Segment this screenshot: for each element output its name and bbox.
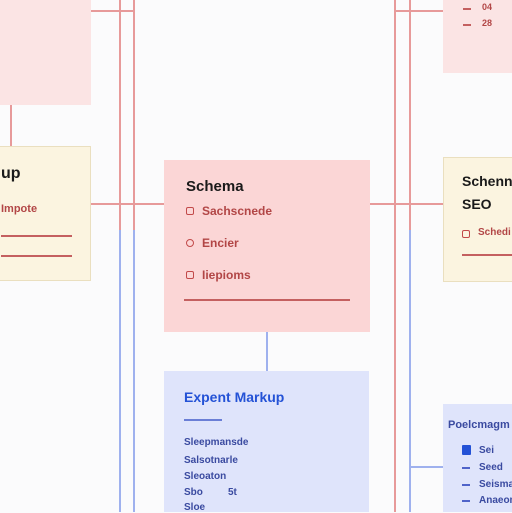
markup-card[interactable]: Expent Markup Sleepmansde Salsotnarle Sl… [164, 371, 369, 513]
dash-marker [462, 500, 470, 502]
right-blue-card[interactable]: Poelcmagm Sei Seed Seismal Anaeong [443, 404, 512, 512]
dash-marker [462, 467, 470, 469]
right-card-title: Schenn [462, 173, 512, 189]
markup-item: Sleoaton [184, 471, 227, 482]
top-left-card[interactable] [0, 0, 91, 105]
connector-line [394, 0, 396, 512]
divider [184, 299, 350, 301]
divider [1, 255, 72, 257]
connector-line [369, 203, 443, 205]
right-card-item: Schedi [478, 227, 511, 238]
top-right-value-2: 28 [482, 18, 493, 28]
left-card[interactable]: up Impote [0, 146, 91, 281]
connector-line [409, 0, 411, 230]
document-icon [462, 445, 471, 455]
right-card[interactable]: Schenn SEO Schedi [443, 157, 512, 282]
markup-card-title: Expent Markup [184, 389, 285, 405]
schema-item: Encier [202, 236, 239, 250]
dash-marker [463, 8, 471, 10]
right-blue-item: Anaeong [479, 495, 512, 506]
connector-line [90, 10, 134, 12]
connector-line [409, 466, 443, 468]
divider [184, 419, 222, 421]
top-right-value-1: 04 [482, 2, 493, 12]
dash-marker [463, 24, 471, 26]
schema-icon [186, 207, 194, 215]
connector-line [10, 104, 12, 146]
connector-line [90, 203, 164, 205]
markup-item: Sleepmansde [184, 437, 249, 448]
connector-line [119, 230, 121, 512]
right-blue-card-title: Poelcmagm [448, 419, 510, 431]
right-blue-item: Sei [479, 445, 495, 456]
schema-icon [186, 239, 194, 247]
dash-marker [462, 484, 470, 486]
divider [462, 254, 512, 256]
markup-item: Sbo [184, 487, 203, 498]
markup-item: Salsotnarle [184, 455, 238, 466]
markup-item: Sloe [184, 502, 206, 513]
schema-icon [462, 230, 470, 238]
schema-icon [186, 271, 194, 279]
right-blue-item: Seed [479, 462, 503, 473]
connector-line [409, 230, 411, 512]
connector-line [266, 332, 268, 372]
markup-side-value: 5t [228, 487, 237, 498]
connector-line [133, 230, 135, 512]
right-blue-item: Seismal [479, 479, 512, 490]
schema-item: Iiepioms [202, 268, 251, 282]
schema-item: Sachscnede [202, 204, 273, 218]
right-card-subtitle: SEO [462, 196, 492, 212]
top-right-card[interactable]: 04 28 [443, 0, 512, 73]
schema-card[interactable]: Schema Sachscnede Encier Iiepioms [164, 160, 370, 332]
divider [1, 235, 72, 237]
left-card-item: Impote [1, 203, 38, 215]
connector-line [394, 10, 444, 12]
left-card-title: up [1, 165, 21, 182]
schema-card-title: Schema [186, 178, 244, 195]
